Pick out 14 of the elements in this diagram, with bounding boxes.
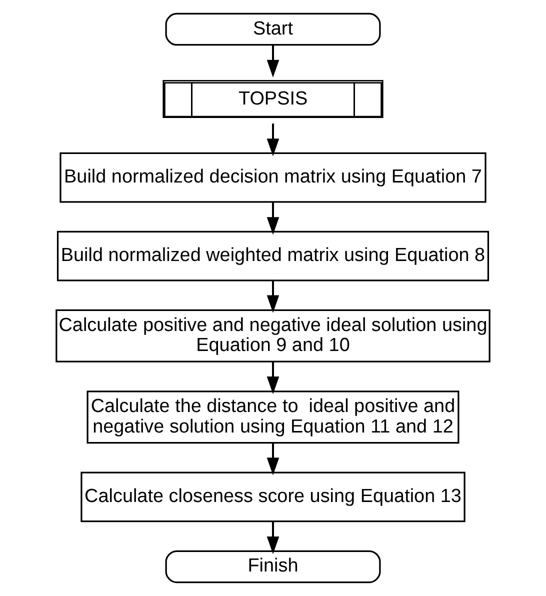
node-box: Build normalized weighted matrix using Equation 8 <box>56 230 490 282</box>
node-box: Calculate positive and negative ideal solution using Equation 9 and 10 <box>56 309 490 362</box>
arrow <box>266 362 280 394</box>
arrow <box>266 202 280 235</box>
node-box: Build normalized decision matrix using Equation 7 <box>60 152 486 203</box>
node-box: Calculate closeness score using Equation 13 <box>80 472 466 522</box>
arrow <box>266 280 280 313</box>
arrow <box>266 46 280 78</box>
arrow <box>266 521 280 554</box>
node-box: Start <box>165 12 381 46</box>
arrow <box>266 442 280 476</box>
arrow <box>266 124 280 156</box>
node-box: Finish <box>165 550 381 584</box>
node-box: Calculate the distance to ideal positive and negative solution using Equation 11 and 12 <box>86 390 460 444</box>
